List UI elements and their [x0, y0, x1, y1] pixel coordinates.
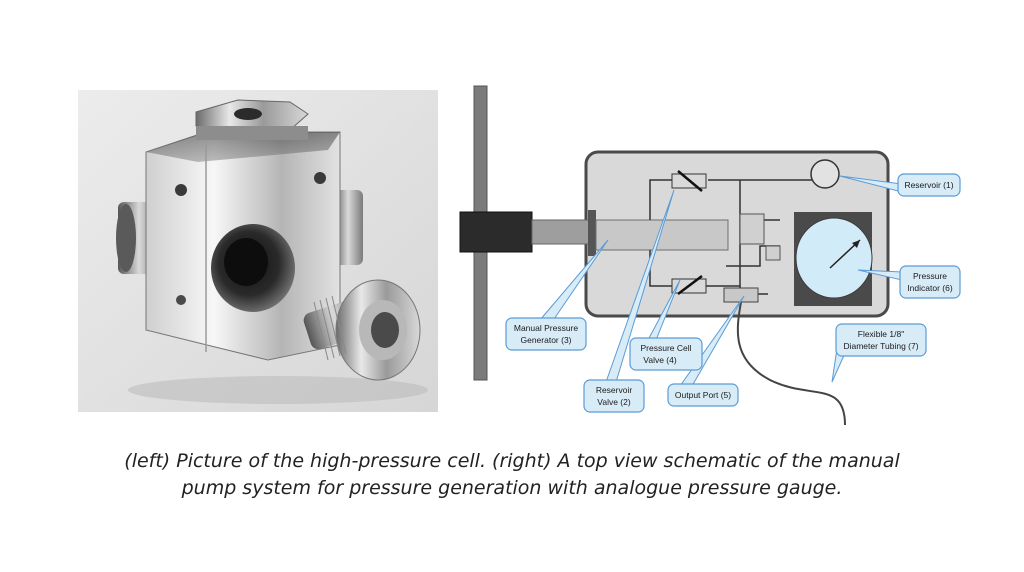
loose-fitting	[303, 279, 421, 381]
label-manual-generator-2: Generator (3)	[520, 335, 571, 345]
callout-tubing	[835, 323, 927, 357]
label-tubing-2: Diameter Tubing (7)	[843, 341, 918, 351]
high-pressure-cell-photo	[78, 90, 438, 412]
label-manual-generator-1: Manual Pressure	[514, 323, 579, 333]
callout-output-port	[667, 383, 739, 407]
label-cell-valve-1: Pressure Cell	[640, 343, 691, 353]
label-tubing-1: Flexible 1/8"	[858, 329, 904, 339]
flexible-tubing	[736, 301, 846, 426]
top-hex-nut	[195, 99, 309, 140]
pressure-cell-valve	[671, 275, 707, 295]
reservoir-valve	[671, 170, 707, 192]
callout-manual-generator	[505, 317, 587, 351]
label-pressure-indicator-1: Pressure	[913, 271, 947, 281]
caption-line-1: (left) Picture of the high-pressure cell…	[124, 450, 900, 472]
callout-reservoir	[897, 173, 961, 197]
label-cell-valve-2: Valve (4)	[643, 355, 677, 365]
reservoir	[810, 159, 840, 189]
callout-cell-valve	[629, 337, 703, 371]
callout-reservoir-valve	[583, 379, 645, 413]
caption-line-2: pump system for pressure generation with…	[181, 477, 843, 499]
label-output-port: Output Port (5)	[675, 390, 731, 400]
label-reservoir-valve-1: Reservoir	[596, 385, 633, 395]
callout-pressure-indicator	[899, 265, 961, 299]
pressure-indicator	[794, 212, 873, 306]
pump-system-schematic: Reservoir (1) Pressure Indicator (6) Man…	[459, 85, 961, 426]
figure-caption: (left) Picture of the high-pressure cell…	[60, 448, 964, 502]
front-port	[211, 224, 295, 312]
piston-shaft	[531, 219, 591, 245]
label-reservoir-valve-2: Valve (2)	[597, 397, 631, 407]
pump-handle	[459, 211, 533, 253]
label-reservoir: Reservoir (1)	[904, 180, 953, 190]
label-pressure-indicator-2: Indicator (6)	[907, 283, 953, 293]
